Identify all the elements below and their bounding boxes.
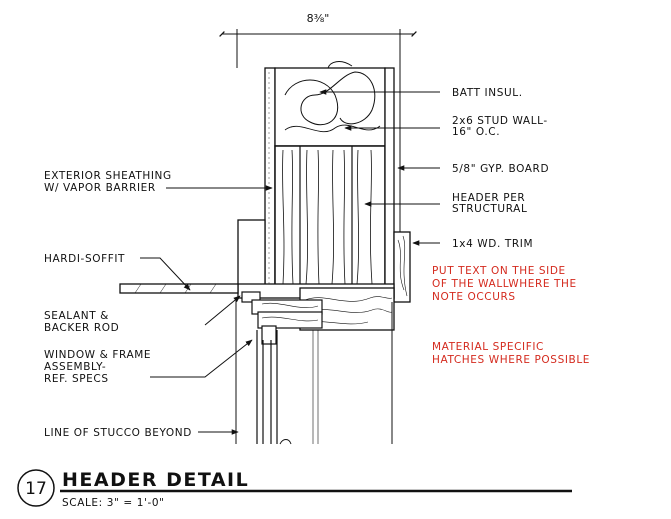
overall-dimension: 8⅜" xyxy=(219,12,417,68)
scale-label: SCALE: 3" = 1'-0" xyxy=(62,497,165,509)
notes: BATT INSUL. 2x6 STUD WALL- 16" O.C. 5/8"… xyxy=(44,87,552,439)
title-block: 17 HEADER DETAIL SCALE: 3" = 1'-0" xyxy=(17,469,572,509)
red-note-side: PUT TEXT ON THE SIDE OF THE WALLWHERE TH… xyxy=(432,265,581,303)
batt-insulation-hatch xyxy=(284,71,376,126)
note-window-frame: WINDOW & FRAME ASSEMBLY- REF. SPECS xyxy=(44,349,155,385)
detail-title: HEADER DETAIL xyxy=(62,469,249,491)
note-trim: 1x4 WD. TRIM xyxy=(452,238,533,250)
wall-assembly xyxy=(119,61,411,445)
note-gyp-board: 5/8" GYP. BOARD xyxy=(452,163,549,175)
detail-number-circle xyxy=(17,469,55,507)
detail-number: 17 xyxy=(25,479,47,499)
red-annotations: PUT TEXT ON THE SIDE OF THE WALLWHERE TH… xyxy=(432,265,590,366)
dimension-label: 8⅜" xyxy=(307,12,330,25)
note-stud-wall: 2x6 STUD WALL- 16" O.C. xyxy=(452,115,552,138)
leaders xyxy=(140,89,440,435)
note-ext-sheathing: EXTERIOR SHEATHING W/ VAPOR BARRIER xyxy=(44,170,176,194)
note-header: HEADER PER STRUCTURAL xyxy=(452,192,529,215)
header-beam xyxy=(274,145,386,289)
note-stucco: LINE OF STUCCO BEYOND xyxy=(44,427,192,439)
wood-trim xyxy=(393,231,411,303)
red-note-hatch: MATERIAL SPECIFIC HATCHES WHERE POSSIBLE xyxy=(432,341,590,366)
note-sealant: SEALANT & BACKER ROD xyxy=(44,310,119,334)
hardi-soffit-board xyxy=(119,283,239,294)
note-hardi-soffit: HARDI-SOFFIT xyxy=(44,253,125,265)
note-batt-insul: BATT INSUL. xyxy=(452,87,523,99)
